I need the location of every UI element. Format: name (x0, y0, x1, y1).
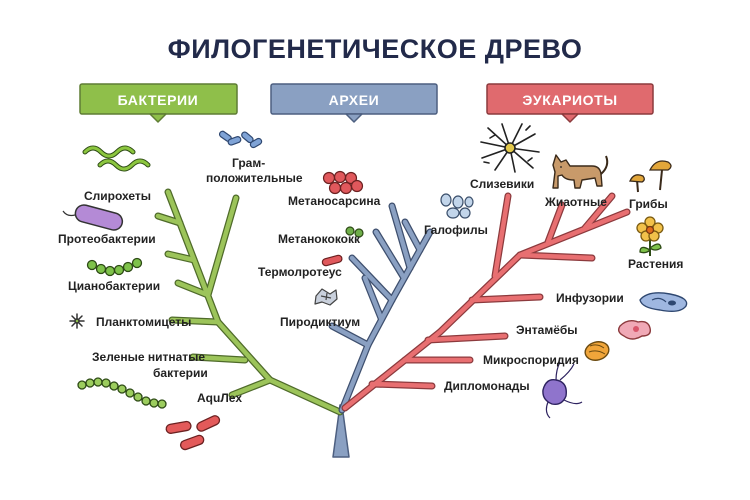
archaea-branches (328, 202, 434, 414)
category-bacteria-label: БАКТЕРИИ (118, 92, 199, 108)
cyanobacteria-icon (86, 257, 143, 277)
category-archaea-label: АРХЕИ (329, 92, 380, 108)
mushroom-icon (629, 160, 672, 193)
aquifex-icon (165, 415, 221, 451)
label-methanosarcina: Метаносарсина (288, 194, 381, 208)
label-planctomycetes: Планктомицеты (96, 315, 191, 329)
label-aquifex: AquЛex (197, 391, 242, 405)
flower-icon (636, 216, 664, 256)
eukaryota-branches (341, 192, 631, 412)
bacteria-labels: Слирохеты Протеобактерии Цианобактерии П… (58, 156, 303, 405)
label-microsporidia: Микроспоридия (483, 353, 579, 367)
ciliate-icon (639, 292, 688, 313)
label-gram-positive-1: Грам- (232, 156, 265, 170)
label-methanococcus: Метанокококк (278, 232, 361, 246)
eukaryota-labels: Слизевики Жиаотные Грибы Растения Инфузо… (444, 177, 683, 393)
halophile-icon (440, 193, 474, 219)
bacteria-branches (154, 188, 344, 416)
label-green-filamentous-2: бактерии (153, 366, 208, 380)
page-title: ФИЛОГЕНЕТИЧЕСКОЕ ДРЕВО (168, 34, 583, 64)
planctomycete-icon (69, 313, 85, 329)
label-ciliates: Инфузории (556, 291, 624, 305)
label-animals: Жиаотные (544, 195, 607, 209)
diplomonad-icon (542, 361, 583, 419)
cat-icon (552, 154, 609, 189)
label-slime-molds: Слизевики (470, 177, 534, 191)
microsporidia-icon (584, 341, 610, 361)
label-pyrodictium: Пиродиктиум (280, 315, 360, 329)
methanococcus-icon (345, 226, 364, 238)
label-halophiles: Галофилы (424, 223, 488, 237)
slime-mold-icon (480, 123, 540, 173)
gram-positive-icon (218, 130, 263, 149)
label-plants: Растения (628, 257, 683, 271)
label-gram-positive-2: положительные (206, 171, 303, 185)
category-archaea: АРХЕИ (270, 83, 438, 123)
proteobacteria-icon (62, 204, 124, 231)
label-fungi: Грибы (629, 197, 668, 211)
spirochete-icon (82, 145, 151, 172)
label-spirochetes: Слирохеты (84, 189, 151, 203)
category-eukaryota: ЭУКАРИОТЫ (486, 83, 654, 123)
label-entamoebae: Энтамёбы (516, 323, 578, 337)
pyrodictium-icon (314, 288, 338, 306)
category-eukaryota-label: ЭУКАРИОТЫ (522, 92, 617, 108)
thermoproteus-icon (321, 254, 343, 267)
label-green-filamentous-1: Зеленые нитнатые (92, 350, 205, 364)
green-filamentous-bacteria-icon (77, 377, 167, 409)
label-cyanobacteria: Цианобактерии (68, 279, 160, 293)
archaea-labels: Метаносарсина Метанокококк Термолротеус … (258, 194, 488, 329)
methanosarcina-icon (322, 170, 364, 195)
entamoeba-icon (617, 319, 652, 340)
label-diplomonads: Дипломонады (444, 379, 530, 393)
label-proteobacteria: Протеобактерии (58, 232, 156, 246)
category-bacteria: БАКТЕРИИ (79, 83, 238, 123)
label-thermoproteus: Термолротеус (258, 265, 342, 279)
